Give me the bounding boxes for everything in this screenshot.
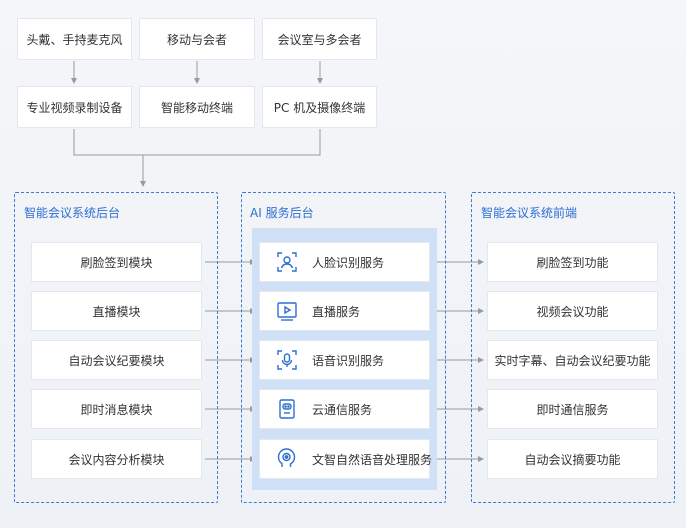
device-box-meeting-room: 会议室与多会者 [262, 18, 377, 60]
ai-service-label: 云通信服务 [312, 402, 373, 417]
frontend-feature-video-meeting: 视频会议功能 [487, 291, 658, 331]
device-box-headset-mic: 头戴、手持麦克风 [17, 18, 132, 60]
backend-module-instant-message: 即时消息模块 [31, 389, 202, 429]
ai-service-label: 人脸识别服务 [312, 255, 385, 270]
frontend-feature-subtitles-minutes: 实时字幕、自动会议纪要功能 [487, 340, 658, 380]
ai-service-label: 文智自然语音处理服务 [312, 452, 433, 467]
backend-module-content-analysis: 会议内容分析模块 [31, 439, 202, 479]
backend-module-face-checkin: 刷脸签到模块 [31, 242, 202, 282]
frontend-group-title: 智能会议系统前端 [481, 206, 578, 220]
device-box-smart-terminal: 智能移动终端 [139, 86, 255, 128]
cloud-chat-icon [276, 398, 298, 420]
frontend-group [471, 192, 675, 503]
frontend-feature-face-checkin: 刷脸签到功能 [487, 242, 658, 282]
face-recognition-icon [276, 251, 298, 273]
backend-group [14, 192, 218, 503]
ai-service-nlp: 文智自然语音处理服务 [259, 439, 433, 479]
frontend-feature-instant-communication: 即时通信服务 [487, 389, 658, 429]
ai-service-label: 直播服务 [312, 304, 361, 319]
device-box-video-recorder: 专业视频录制设备 [17, 86, 132, 128]
ai-group [241, 192, 446, 503]
device-box-mobile-attendee: 移动与会者 [139, 18, 255, 60]
ai-service-live: 直播服务 [259, 291, 430, 331]
backend-group-title: 智能会议系统后台 [24, 206, 121, 220]
speech-recognition-icon [276, 349, 298, 371]
backend-module-auto-minutes: 自动会议纪要模块 [31, 340, 202, 380]
frontend-feature-auto-summary: 自动会议摘要功能 [487, 439, 658, 479]
backend-module-live: 直播模块 [31, 291, 202, 331]
ai-service-cloud-communication: 云通信服务 [259, 389, 430, 429]
ai-group-title: AI 服务后台 [250, 206, 314, 220]
ai-service-speech-recognition: 语音识别服务 [259, 340, 430, 380]
ai-service-face-recognition: 人脸识别服务 [259, 242, 430, 282]
device-box-pc-camera: PC 机及摄像终端 [262, 86, 377, 128]
nlp-head-icon [276, 448, 298, 470]
ai-service-label: 语音识别服务 [312, 353, 385, 368]
merge-line [73, 129, 321, 156]
live-play-icon [276, 300, 298, 322]
